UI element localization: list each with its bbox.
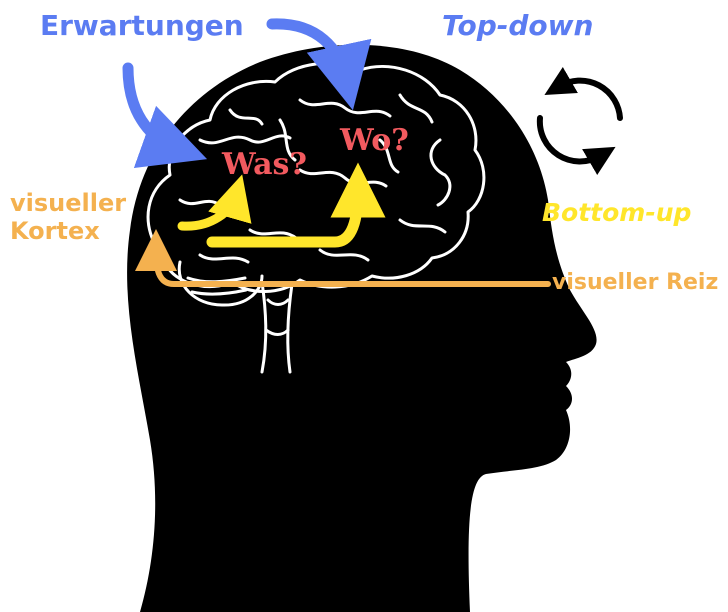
label-top-down: Top-down xyxy=(442,12,593,40)
label-bottom-up: Bottom-up xyxy=(542,200,691,225)
label-visual-stimulus: visueller Reiz xyxy=(552,272,718,294)
label-visual-cortex-line2: Kortex xyxy=(10,218,126,246)
label-where: Wo? xyxy=(340,126,409,156)
label-what: Was? xyxy=(222,150,307,180)
label-visual-cortex: visueller Kortex xyxy=(10,190,126,245)
cycle-arrows-icon xyxy=(540,81,620,162)
label-expectations: Erwartungen xyxy=(40,12,244,40)
label-visual-cortex-line1: visueller xyxy=(10,190,126,218)
